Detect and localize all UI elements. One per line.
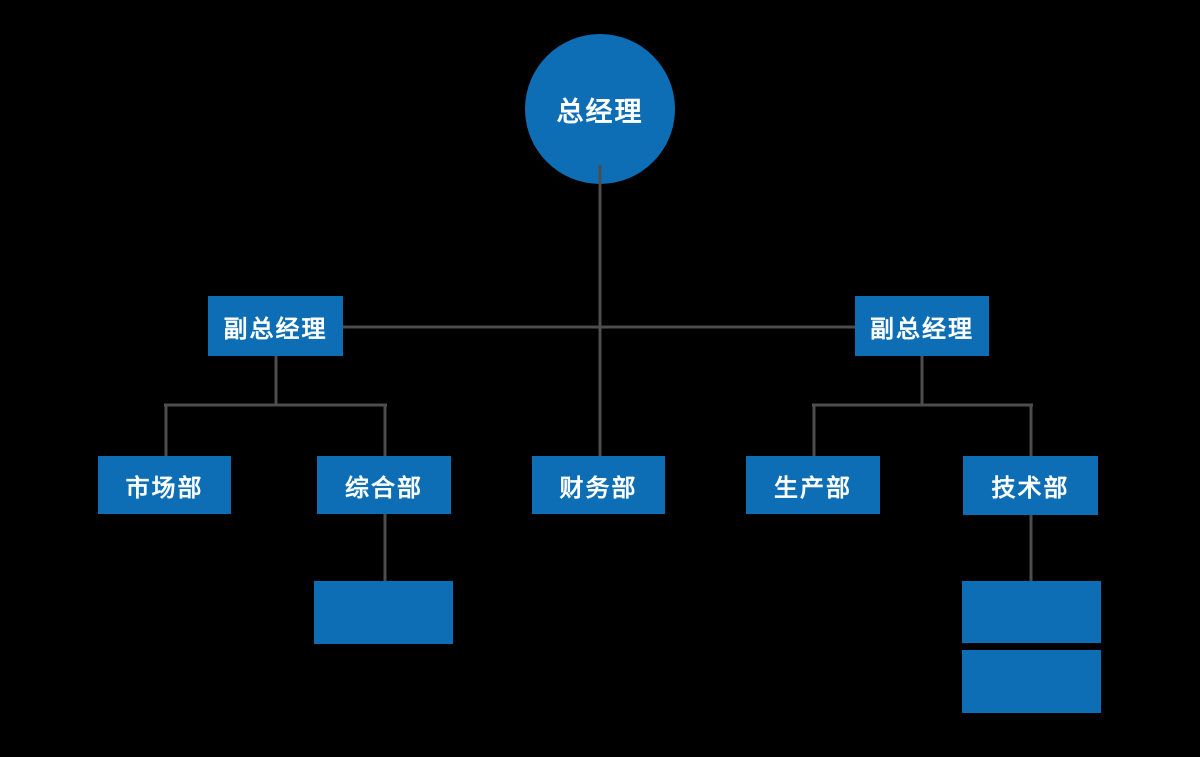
node-general-manager: 总经理: [525, 34, 675, 184]
node-general-affairs-dept: 综合部: [317, 456, 451, 514]
node-empty-under-technology-1: [962, 581, 1101, 643]
node-production-dept: 生产部: [746, 456, 880, 514]
node-deputy-general-manager-right: 副总经理: [855, 296, 989, 356]
node-finance-dept: 财务部: [532, 456, 665, 514]
node-deputy-general-manager-left: 副总经理: [208, 296, 343, 356]
node-empty-under-general-affairs: [314, 581, 453, 644]
node-empty-under-technology-2: [962, 650, 1101, 713]
node-marketing-dept: 市场部: [98, 456, 231, 514]
node-technology-dept: 技术部: [963, 456, 1098, 515]
